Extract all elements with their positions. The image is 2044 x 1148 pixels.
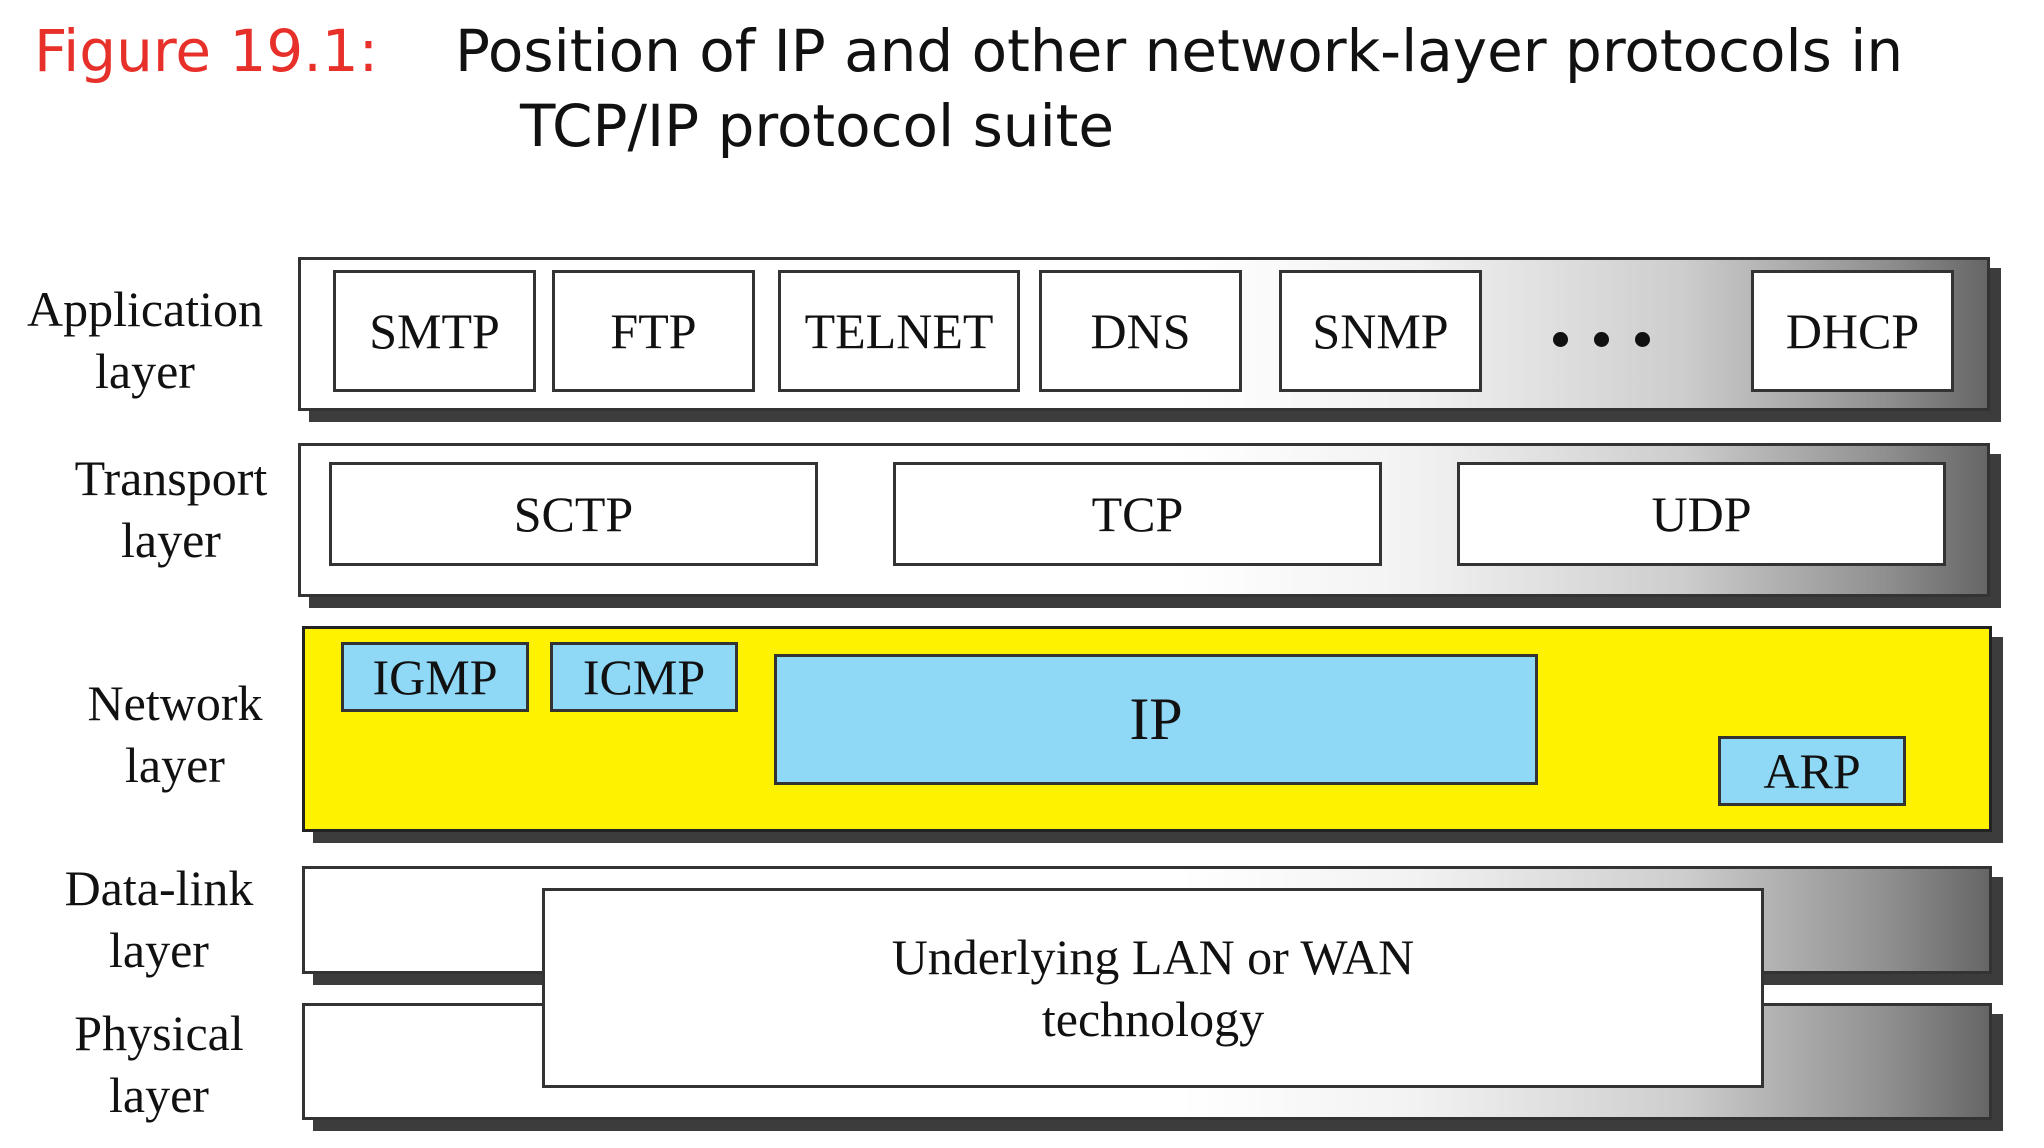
underlying-technology-line1: Underlying LAN or WAN <box>891 929 1415 985</box>
tcp-box: TCP <box>893 462 1382 566</box>
figure-label: Figure 19.1: <box>34 17 379 85</box>
telnet-box: TELNET <box>778 270 1020 392</box>
icmp-box: ICMP <box>550 642 738 712</box>
arp-box: ARP <box>1718 736 1906 806</box>
datalink-layer-label: Data-link layer <box>24 857 294 981</box>
network-layer-label: Network layer <box>40 672 310 796</box>
snmp-box: SNMP <box>1279 270 1482 392</box>
datalink-layer-label-line1: Data-link <box>64 860 254 916</box>
figure-title-line-2: TCP/IP protocol suite <box>520 92 1115 160</box>
physical-layer-label-line1: Physical <box>74 1005 244 1061</box>
application-layer-label-line1: Application <box>26 281 264 337</box>
ellipsis-dot <box>1635 332 1650 347</box>
physical-layer-label: Physical layer <box>24 1002 294 1126</box>
network-layer-label-line1: Network <box>87 675 263 731</box>
physical-layer-label-line2: layer <box>109 1067 209 1123</box>
ellipsis-dot <box>1594 332 1609 347</box>
underlying-technology-box: Underlying LAN or WAN technology <box>542 888 1764 1088</box>
datalink-layer-label-line2: layer <box>109 922 209 978</box>
application-layer-label: Application layer <box>10 278 280 402</box>
ip-box: IP <box>774 654 1538 785</box>
ellipsis-dot <box>1553 332 1568 347</box>
figure-title-line-1: Position of IP and other network-layer p… <box>455 17 1904 85</box>
transport-layer-label-line2: layer <box>121 512 221 568</box>
transport-layer-label-line1: Transport <box>74 450 268 506</box>
smtp-box: SMTP <box>333 270 536 392</box>
udp-box: UDP <box>1457 462 1946 566</box>
underlying-technology-line2: technology <box>1041 991 1265 1047</box>
ftp-box: FTP <box>552 270 755 392</box>
dns-box: DNS <box>1039 270 1242 392</box>
sctp-box: SCTP <box>329 462 818 566</box>
transport-layer-label: Transport layer <box>36 447 306 571</box>
igmp-box: IGMP <box>341 642 529 712</box>
application-layer-label-line2: layer <box>95 343 195 399</box>
dhcp-box: DHCP <box>1751 270 1954 392</box>
network-layer-label-line2: layer <box>125 737 225 793</box>
more-protocols-ellipsis <box>1553 332 1650 347</box>
